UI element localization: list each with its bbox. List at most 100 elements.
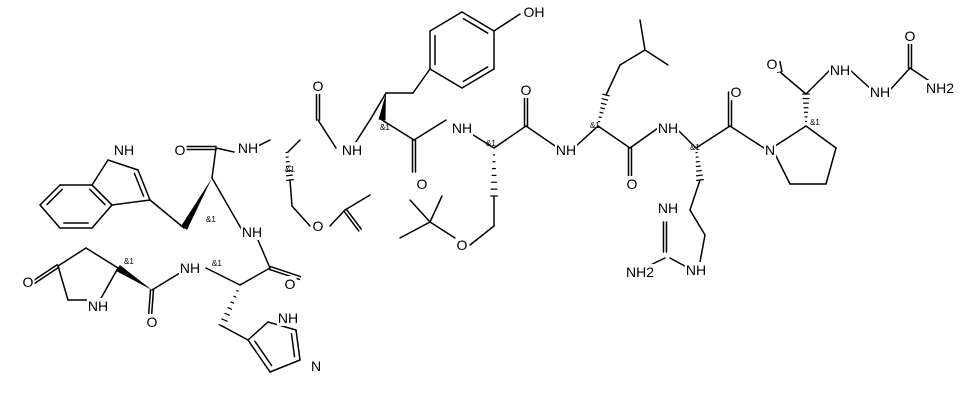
- pglu-carbonyl-double: [150, 289, 155, 317]
- arg-nh-label: NH: [658, 120, 678, 136]
- phenol-ring-bond: [461, 11, 495, 32]
- tbu-methyl-3: [429, 195, 443, 223]
- pglu-ring-nh-label: NH: [88, 298, 108, 314]
- pglu-amide-o-label: O: [147, 314, 158, 330]
- tyr-co-bond: [381, 119, 415, 141]
- his-co-bond: [257, 239, 271, 269]
- leu-stereo-hash: [597, 120, 601, 123]
- indole-pyrrole-bond: [91, 159, 109, 186]
- leu-carbonyl-o-label: O: [627, 176, 638, 192]
- his-nh-bond: [205, 267, 241, 286]
- label-background: [828, 62, 852, 78]
- leu-stereo-hash: [599, 111, 604, 114]
- trp-stereo-wedge: [180, 178, 212, 230]
- arg-chain-1: [689, 179, 701, 211]
- his-nh-label: NH: [242, 224, 262, 240]
- tbu-methyl-1: [409, 199, 431, 223]
- indole-aromatic-bond: [46, 188, 63, 206]
- label-background: [522, 4, 546, 20]
- phenol-oh-bond: [493, 13, 521, 32]
- his-stereo-hash: [224, 312, 231, 316]
- proline-ring-bond: [805, 125, 837, 149]
- label-background: [178, 260, 202, 276]
- pglu-lactam-o-label: O: [23, 274, 34, 290]
- label-background: [276, 310, 300, 326]
- leu-n-bond: [573, 125, 599, 149]
- his-ch2-bond: [221, 325, 249, 341]
- phenol-aromatic-bond: [462, 66, 489, 83]
- imidazole-ring-bond: [247, 321, 269, 341]
- indole-aromatic-bond: [133, 172, 145, 197]
- trp-stereo-label: &1: [206, 215, 216, 224]
- pglu-stereo-wedge: [116, 265, 152, 290]
- tyr-stereo-wedge: [378, 93, 386, 121]
- sera-ester-carbonyl: [345, 208, 362, 230]
- label-background: [311, 218, 325, 234]
- arg-carbonyl-o-label: O: [731, 84, 742, 100]
- tyr-c-to-nh: [413, 119, 447, 141]
- proline-ring-bond: [771, 125, 807, 149]
- label-background: [763, 142, 777, 158]
- label-background: [684, 262, 708, 278]
- sera-ch2-bond: [289, 179, 293, 207]
- phenol-ring-bond: [429, 11, 463, 32]
- label-background: [21, 274, 35, 290]
- guanidine-imine-label: NH: [658, 200, 678, 216]
- trp-calpha-bond: [211, 147, 217, 179]
- his-stereo-label: &1: [212, 259, 222, 268]
- leu-methyl-2: [639, 19, 646, 51]
- phenol-aromatic-bond: [462, 17, 489, 34]
- label-background: [625, 176, 639, 192]
- label-background: [340, 142, 364, 158]
- pro-stereo-label: &1: [810, 118, 820, 127]
- tyr-nh-label: NH: [342, 142, 362, 158]
- his-stereo-hash: [233, 295, 237, 298]
- proline-n-label: N: [765, 142, 775, 158]
- bond-layer: [32, 11, 935, 373]
- label-background: [656, 200, 680, 216]
- hydroxyl-label: OH: [524, 4, 545, 20]
- label-background: [415, 176, 429, 192]
- phenol-ring-bond: [461, 68, 495, 89]
- hydrazide-nh2-label: NH: [870, 84, 890, 100]
- his-carbonyl-double: [269, 265, 302, 278]
- sera-co-bond: [317, 119, 337, 149]
- indole-nh-label: NH: [114, 142, 134, 158]
- label-background: [729, 84, 743, 100]
- ser-stereo-label: &1: [486, 139, 496, 148]
- trp-n-bond: [215, 147, 235, 153]
- his-stereo-hash: [227, 306, 233, 310]
- pglu-carbonyl-double: [147, 289, 152, 317]
- urea-o-label: O: [905, 28, 916, 44]
- pro-co-bond: [779, 71, 807, 95]
- hydrazine-bond: [849, 69, 873, 91]
- phenol-ring-bond: [429, 68, 463, 89]
- tyr-stereo-label: &1: [380, 123, 390, 132]
- his-carbonyl-o-label: O: [285, 276, 296, 292]
- indole-benzene-bond: [91, 204, 113, 229]
- indole-pyrrole-bond: [111, 199, 151, 206]
- label-background: [455, 237, 469, 253]
- sera-acetyl-methyl: [344, 194, 371, 211]
- pro-carbonyl-o-label: O: [767, 56, 778, 72]
- pglu-stereo-label: &1: [124, 257, 134, 266]
- imidazole-ring-bond: [247, 339, 271, 373]
- pro-carbonyl-double: [779, 60, 783, 73]
- hydrazide-nh1-label: NH: [830, 62, 850, 78]
- proline-ring-bond: [825, 147, 837, 185]
- label-background: [236, 140, 260, 156]
- tbu-ether-o-label: O: [457, 237, 468, 253]
- label-background: [112, 142, 136, 158]
- label-background: [311, 78, 325, 94]
- label-background: [656, 120, 680, 136]
- label-background: [145, 314, 159, 330]
- arg-chain-3: [699, 234, 706, 263]
- imidazole-n-label: N: [311, 358, 321, 374]
- pglu-lactam-double: [32, 264, 58, 282]
- imidazole-ring-bond: [269, 359, 301, 373]
- label-background: [86, 298, 110, 314]
- indole-pyrrole-bond: [107, 159, 139, 171]
